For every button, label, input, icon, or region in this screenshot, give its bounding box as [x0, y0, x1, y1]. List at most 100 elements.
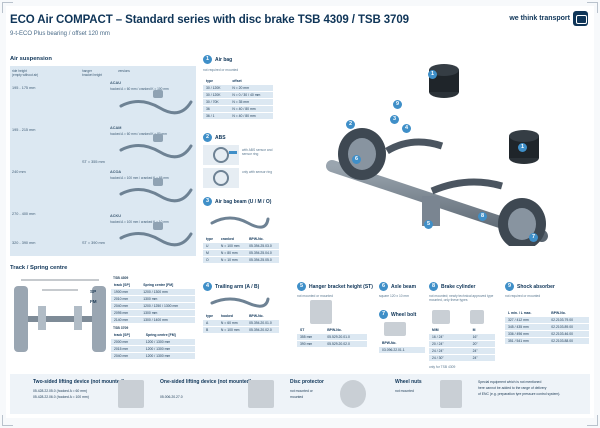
page-title: ECO Air COMPACT – Standard series with d… [10, 14, 409, 26]
part-number-4: 4 [203, 282, 212, 291]
col-bpw: BPW-No. [324, 327, 367, 334]
table-cell: 390 mm [297, 340, 325, 348]
wheel-bolt-image [384, 322, 406, 336]
abs-note-a: with ABS sensor and sensor ring [242, 148, 273, 156]
wheel-nuts-title: Wheel nuts [395, 379, 422, 385]
table-cell: 2140 mm [111, 316, 141, 324]
table-cell: 24" [469, 347, 495, 355]
table-cell: 1300 / 1400 mm [140, 316, 195, 324]
axle-illustration [326, 64, 548, 246]
callout-9: 9 [393, 100, 402, 109]
table-cell: N = 100 mm [217, 242, 247, 250]
table-cell: 16" [469, 333, 495, 341]
table-cell: B [203, 326, 218, 334]
crop-mark [2, 415, 13, 426]
brake-cylinder-mm-image [432, 310, 450, 324]
disc-protector-title: Disc protector [290, 379, 324, 385]
one-sided-lifting-line: 05.006.20.27.0 [160, 395, 183, 399]
brake-cylinder-m-image [470, 310, 484, 324]
table-cell: N = 80 mm [217, 249, 247, 257]
part-title-air-bag-beam: Air bag beam (U / M / O) [215, 199, 272, 205]
col-mm: M/M [429, 327, 470, 334]
air-bag-beam-drawing [210, 216, 270, 229]
two-sided-lifting-title: Two-sided lifting device (not mounted) [33, 379, 125, 385]
col-type: type [203, 313, 218, 320]
version-name: ACKU [110, 214, 121, 218]
table-cell: N = 100 mm [217, 326, 247, 334]
col-versions: versions [118, 69, 130, 73]
special-equipment-note: of ENC (e.g. preparation tyre pressure c… [478, 392, 561, 396]
table-cell: 05.529.20.02.0 [324, 340, 367, 348]
hanger-height-1: ST = 355 mm [82, 160, 105, 164]
col-bpw: BPW-No. [246, 313, 279, 320]
part-number-2: 2 [203, 133, 212, 142]
table-cell: 03.096.22.01.1 [379, 346, 425, 354]
disc-protector-line: mounted [290, 395, 304, 399]
table-cell: 02.2103.46.00 [548, 330, 589, 338]
table-cell: 2095 mm [111, 309, 141, 317]
part-note: not required or mounted [505, 294, 541, 298]
track-title: Track / Spring centre [10, 265, 68, 271]
table-cell: 05.394.25.05.0 [246, 256, 279, 264]
part-title-axle-beam: Axle beam [391, 284, 417, 290]
table-cell: 1200 / 1250 / 1300 mm [140, 302, 195, 310]
part-number-5: 5 [297, 282, 306, 291]
table-cell: 355 mm [297, 333, 325, 341]
disc-protector-image [340, 380, 366, 408]
part-number-7: 7 [379, 310, 388, 319]
table-cell: 05.529.20.01.0 [324, 333, 367, 341]
col-track: track [SP] [111, 332, 143, 339]
version-drawings [119, 90, 193, 247]
table-cell: 30 / 120K [203, 84, 230, 92]
part-title-abs: ABS [215, 135, 226, 141]
table-cell: 36 [203, 105, 230, 113]
col-type: type [203, 78, 230, 85]
table-cell: 02.2103.79.00 [548, 316, 589, 324]
bpw-logo-icon [573, 11, 588, 26]
col-st: ST [297, 327, 325, 334]
track-axle-drawing [14, 279, 106, 352]
table-cell: 24 / 30" [429, 354, 470, 362]
version-name: ACOA [110, 170, 122, 174]
ride-height-5: 320 - 390 mm [12, 241, 36, 245]
table-cell: 30 / 120K [203, 91, 230, 99]
table-cell: 24" [469, 354, 495, 362]
col-offset: offset [229, 78, 273, 85]
table-cell: N = 40 / 80 mm [229, 112, 273, 120]
two-sided-lifting-line: 05.428.22.06.0 (hooked A = 100 mm) [33, 395, 89, 399]
col-hooked: hooked [217, 313, 247, 320]
table-cell: 36 / 1 [203, 112, 230, 120]
table-cell: 1200 / 1300 mm [142, 352, 195, 360]
table-cell: N = 40 / 80 mm [229, 105, 273, 113]
col-spring: Spring centre [FM] [140, 282, 195, 289]
col-ride-height: ride height (empty without air) [12, 69, 39, 77]
callout-2: 2 [346, 120, 355, 129]
part-number-1: 1 [203, 55, 212, 64]
table-cell: 2040 mm [111, 302, 141, 310]
callout-6: 6 [352, 155, 361, 164]
table-cell: 336 / 496 mm [505, 330, 549, 338]
abs-note-b: only with sensor ring [242, 170, 273, 174]
part-note: square 120 x 10 mm [379, 294, 410, 298]
two-sided-lifting-image [118, 380, 144, 408]
table-cell: U [203, 242, 218, 250]
table-cell: 351 / 541 mm [505, 337, 549, 345]
table-cell: 327 / 412 mm [505, 316, 549, 324]
table-cell: M [203, 249, 218, 257]
version-desc: hooked A = 60 mm / cranked K = 100 mm [110, 87, 169, 91]
hanger-height-2: ST = 390 mm [82, 241, 105, 245]
ride-height-4: 270 - 400 mm [12, 212, 36, 216]
brake-footnote: only for TSB 4309 [429, 365, 456, 369]
table-cell: 1300 mm [140, 295, 195, 303]
crop-mark [587, 2, 598, 13]
two-sided-lifting-line: 05.428.22.05.0 (hooked A = 60 mm) [33, 389, 88, 393]
tsb3709-label: TSB 3709 [113, 326, 129, 330]
col-cranked: cranked [217, 236, 247, 243]
special-equipment-note: Special equipment which is not mentioned [478, 380, 542, 384]
col-bpw: BPW-No. [548, 310, 589, 317]
